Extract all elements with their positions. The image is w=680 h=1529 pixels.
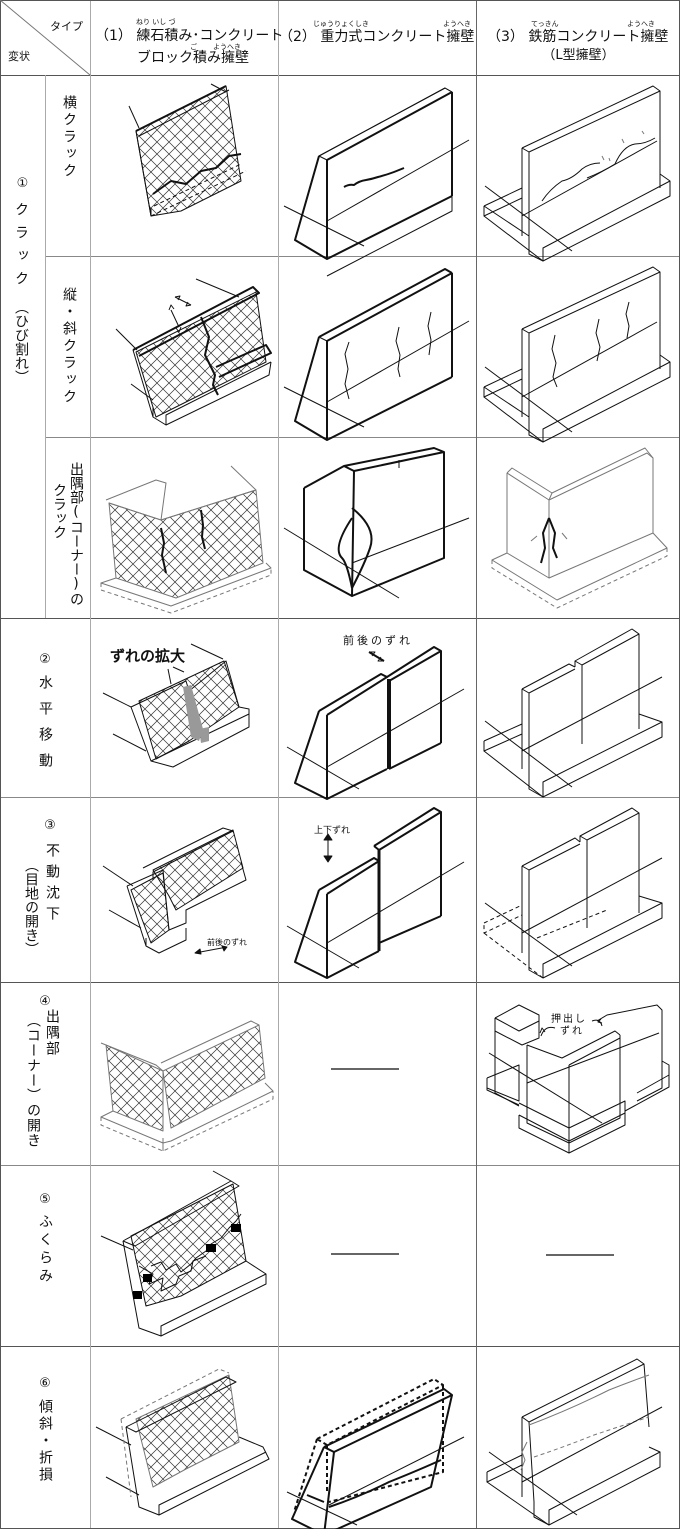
header-col-reinforced: てっきん ようへき （3） 鉄筋コンクリート擁壁 （L型擁壁） <box>477 0 680 75</box>
group-number: ② <box>39 652 51 667</box>
illustration-gravity-settlement <box>286 807 465 979</box>
header-col-number: （1） <box>95 28 132 44</box>
header-col-gravity: じゅうりょくしき ようへき （2） 重力式コンクリート擁壁 <box>279 0 476 75</box>
header-type-label: タイプ <box>50 20 83 33</box>
header-col-number: （2） <box>279 29 316 45</box>
illustration-lwall-settlement <box>483 807 663 979</box>
illustration-masonry-tilt <box>95 1368 270 1516</box>
ruby: ご <box>190 43 197 51</box>
ruby: じゅうりょくしき <box>313 20 369 28</box>
annotation-front-back-shift: 前後のずれ <box>343 634 413 647</box>
illustration-masonry-settlement <box>102 827 247 954</box>
ruby: ようへき <box>443 20 471 28</box>
group-label-horizontal-movement: 水平移動 <box>37 675 53 779</box>
annotation-settlement-shift: 前後のずれ <box>207 938 247 947</box>
illustration-lwall-corner-crack <box>491 447 668 609</box>
not-applicable-dash <box>331 1068 399 1070</box>
illustration-lwall-horizontal-crack <box>483 85 671 262</box>
group-label-settlement: 不動沈下 <box>44 843 60 927</box>
row-divider <box>45 256 680 257</box>
ruby: てっきん <box>531 20 559 28</box>
group-label-crack: クラック <box>13 202 29 294</box>
group-number: ⑥ <box>39 1376 51 1391</box>
row-divider <box>0 75 680 76</box>
illustration-lwall-corner-opening <box>486 1004 670 1154</box>
row-divider <box>0 618 680 619</box>
header-col-title: 練石積み･コンクリート <box>136 28 284 44</box>
illustration-masonry-bulging <box>100 1170 267 1337</box>
illustration-gravity-tilt <box>286 1378 465 1529</box>
subrow-label-vertical-crack: 縦・斜クラック <box>61 287 77 406</box>
row-divider <box>0 982 680 983</box>
group-label-corner-opening-sub: （コーナー）の開き <box>25 1013 41 1148</box>
col-divider <box>476 0 477 1529</box>
illustration-masonry-horizontal-crack <box>128 83 247 217</box>
annotation-shift: ずれ <box>560 1026 584 1037</box>
illustration-masonry-vertical-crack <box>115 278 272 426</box>
subrow-label-corner-crack: 出隅部(コーナー)の <box>68 462 84 606</box>
group-label-corner-opening: 出隅部 <box>44 1009 60 1057</box>
ruby: ようへき <box>627 20 655 28</box>
group-label-bulging: ふくらみ <box>37 1214 53 1286</box>
header-state-label: 変状 <box>8 50 30 63</box>
illustration-lwall-horizontal-movement <box>483 628 663 798</box>
header-col-title: 重力式コンクリート擁壁 <box>320 29 475 45</box>
annotation-displacement-growth: ずれの拡大 <box>110 647 186 665</box>
row-divider <box>0 797 680 798</box>
illustration-lwall-vertical-crack <box>483 266 671 443</box>
header-col-subtitle: （L型擁壁） <box>542 48 615 63</box>
header-col-number: （3） <box>487 29 524 45</box>
annotation-push-out: 押出し <box>551 1014 587 1025</box>
corner-diagonal <box>0 0 91 76</box>
subrow-label-corner-crack-2: クラック <box>51 483 67 539</box>
illustration-masonry-corner-crack <box>100 465 272 614</box>
group-number: ④ <box>39 994 51 1009</box>
row-divider <box>0 1346 680 1347</box>
group-number: ⑤ <box>39 1192 51 1207</box>
header-col-title-line2: ブロック積み擁壁 <box>137 50 249 66</box>
group-label-crack-sub: （ひび割れ） <box>13 300 29 384</box>
group-number: ③ <box>44 818 56 833</box>
ruby: ねり いし づ <box>136 18 176 26</box>
illustration-gravity-horizontal-crack <box>283 87 470 277</box>
illustration-gravity-horizontal-movement <box>286 646 465 800</box>
illustration-lwall-tilt <box>486 1358 663 1526</box>
row-divider <box>45 437 680 438</box>
illustration-gravity-vertical-crack <box>283 268 470 441</box>
not-applicable-dash <box>331 1253 399 1255</box>
col-divider <box>90 0 91 1529</box>
illustration-masonry-corner-opening <box>100 1020 274 1152</box>
header-col-title: 鉄筋コンクリート擁壁 <box>528 29 669 45</box>
group-label-settlement-sub: （目地の開き） <box>23 858 39 956</box>
illustration-gravity-corner-crack <box>283 447 470 599</box>
ruby: ようへき <box>213 43 241 51</box>
not-applicable-dash <box>546 1254 614 1256</box>
double-arrow-icon <box>194 945 228 955</box>
col-divider <box>45 75 46 618</box>
illustration-masonry-horizontal-movement <box>102 643 250 768</box>
annotation-vertical-shift: 上下ずれ <box>314 826 351 836</box>
col-divider <box>278 0 279 1529</box>
header-col-masonry: ねり いし づ （1） 練石積み･コンクリート ご ようへき ブロック積み擁壁 <box>91 0 283 75</box>
group-label-tilt-break: 傾斜・折損 <box>37 1399 53 1484</box>
group-number: ① <box>16 176 29 191</box>
row-divider <box>0 1165 680 1166</box>
subrow-label-horizontal-crack: 横クラック <box>61 95 77 180</box>
